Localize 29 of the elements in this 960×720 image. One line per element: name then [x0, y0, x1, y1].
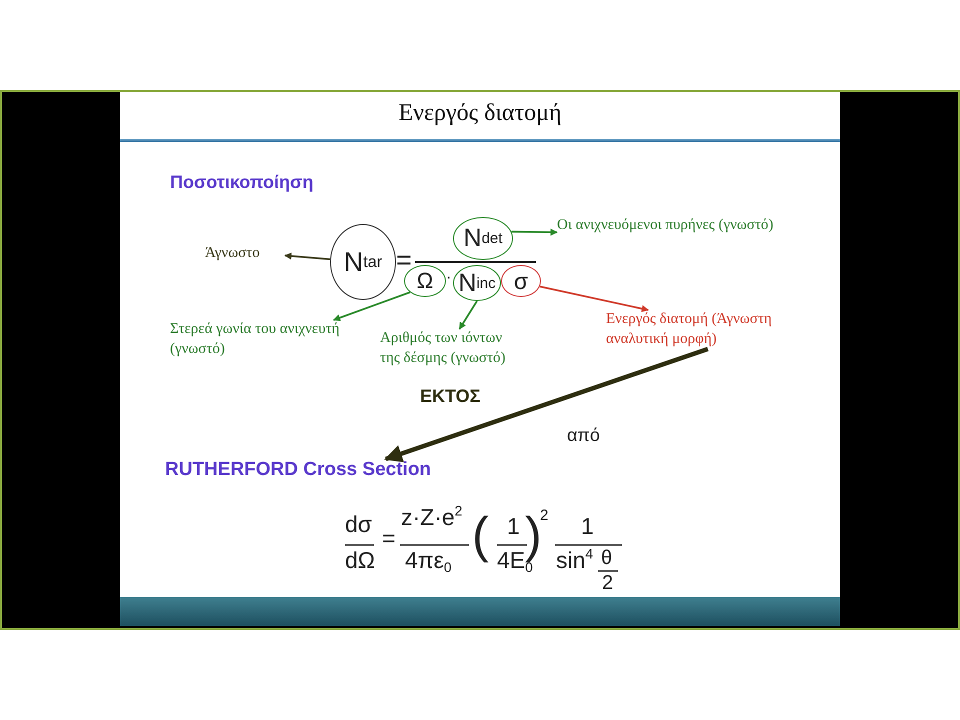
annotation-text: Άγνωστο [205, 244, 285, 264]
parenthesis: ( [472, 510, 489, 560]
annotation-text: Οι ανιχνευόμενοι πυρήνες (γνωστό) [557, 216, 827, 236]
formula-term: dσ [345, 513, 372, 536]
arrow [332, 291, 410, 322]
arrow [384, 346, 709, 462]
formula-term: = [382, 527, 396, 550]
circled-symbol: σ [501, 265, 541, 297]
multiplication-dot: · [446, 269, 452, 287]
formula-term: 2 [602, 573, 614, 593]
formula-term: z·Z·e$^{2}$ [401, 506, 462, 529]
arrow [540, 286, 649, 312]
slide-title: Ενεργός διατομή [397, 100, 563, 128]
circled-symbol: Ω [404, 265, 446, 297]
arrow [458, 300, 478, 330]
exponent: 2 [540, 508, 548, 523]
formula-term: 1 [581, 515, 594, 538]
arrow [511, 228, 558, 236]
formula-term: 4πε$_{0}$ [405, 549, 452, 572]
formula-term: dΩ [345, 549, 375, 572]
annotation-text: ΕΚΤΟΣ [420, 386, 480, 407]
formula-term: θ [601, 548, 612, 568]
arrow [284, 252, 330, 260]
formula-term: sin$^{4}$ [556, 549, 594, 572]
section-heading: RUTHERFORD Cross Section [165, 459, 437, 483]
annotation-text: Ενεργός διατομή (Άγνωστη αναλυτική μορφή) [606, 310, 831, 349]
formula-term: 1 [507, 515, 520, 538]
annotation-text: Αριθμός των ιόντων της δέσμης (γνωστό) [380, 329, 525, 368]
subheading: Ποσοτικοποίηση [170, 172, 314, 193]
